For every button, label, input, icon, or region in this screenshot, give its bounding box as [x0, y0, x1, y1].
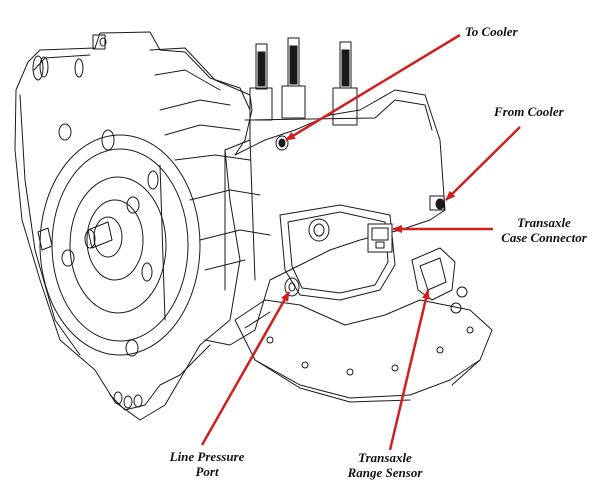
oil-pan: [234, 299, 493, 403]
label-line: Case Connector: [501, 230, 587, 245]
arrow-line-pressure: [200, 291, 291, 446]
arrow-range-sensor: [388, 289, 430, 451]
range-sensor: [411, 247, 468, 314]
label-line: Line Pressure: [169, 449, 245, 464]
arrow-from-cooler: [445, 126, 521, 201]
callout-arrows: [200, 33, 521, 451]
case-connector: [367, 223, 393, 253]
cooler-line-studs: [244, 37, 433, 131]
label-case-connector: Transaxle Case Connector: [494, 215, 594, 245]
from-cooler-fitting: [429, 195, 445, 211]
label-line: From Cooler: [494, 104, 564, 119]
label-line-pressure-port: Line Pressure Port: [152, 449, 262, 479]
label-line: Range Sensor: [347, 465, 423, 480]
line-pressure-port: [284, 277, 300, 297]
label-line: Transaxle: [358, 450, 412, 465]
label-to-cooler: To Cooler: [465, 24, 518, 39]
label-range-sensor: Transaxle Range Sensor: [330, 450, 440, 480]
to-cooler-fitting: [275, 135, 289, 151]
label-line: Transaxle: [517, 215, 571, 230]
transaxle-housing: [14, 31, 446, 421]
label-line: To Cooler: [465, 24, 518, 39]
arrow-to-cooler: [285, 33, 461, 142]
label-line: Port: [195, 464, 219, 479]
label-from-cooler: From Cooler: [494, 104, 564, 119]
